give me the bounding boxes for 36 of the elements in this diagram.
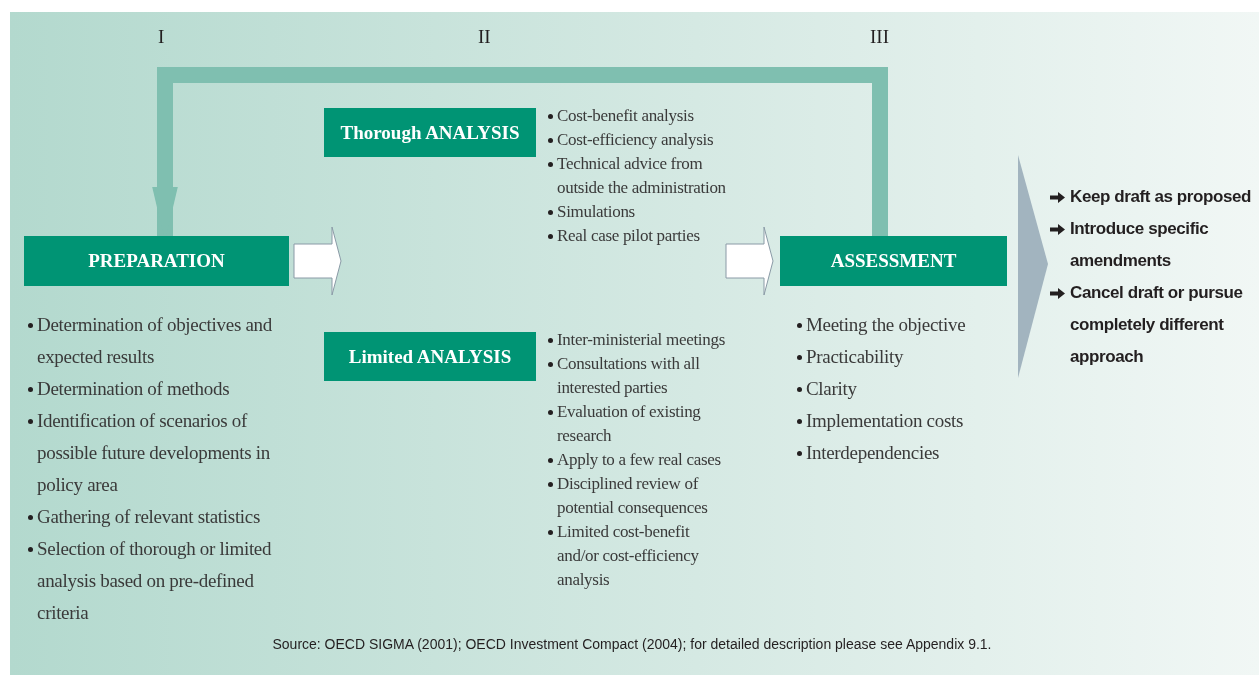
outcome-item: Introduce specific amendments [1070,218,1210,272]
outcome-item: Cancel draft or pursue completely different approach [1070,282,1244,368]
bullet-item: Disciplined review of potential consequences [557,473,709,519]
process-box: PREPARATION [24,236,289,286]
process-box: ASSESSMENT [780,236,1007,286]
bullet-item: Determination of methods [37,377,231,401]
bullet-item: Gathering of relevant statistics [37,505,262,529]
chevron-arrow [1018,155,1048,378]
bullet-item: Evaluation of existing research [557,401,702,447]
bullet-item: Cost-efficiency analysis [557,129,715,151]
bullet-item: Consultations with all interested parties [557,353,701,399]
feedback-arrow [152,67,888,239]
phase-numeral: II [478,26,491,48]
bullet-item: Implementation costs [806,409,965,433]
source-note: Source: OECD SIGMA (2001); OECD Investment Compact (2004); for detailed description please see Appendix 9.1. [272,636,992,652]
bullet-item: Limited cost-benefit and/or cost-efficiency analysis [557,521,700,591]
bullet-item: Simulations [557,201,636,223]
outcome-item: Keep draft as proposed [1070,186,1253,208]
bullet-item: Cost-benefit analysis [557,105,695,127]
bullet-item: Interdependencies [806,441,941,465]
process-box: Limited ANALYSIS [324,332,536,381]
bullet-item: Practicability [806,345,905,369]
bullet-item: Apply to a few real cases [557,449,722,471]
bullet-item: Real case pilot parties [557,225,701,247]
phase-numeral: I [158,26,165,48]
bullet-item: Technical advice from outside the administration [557,153,727,199]
bullet-item: Identification of scenarios of possible future developments in policy area [37,409,271,497]
bullet-item: Meeting the objective [806,313,967,337]
bullet-item: Inter-ministerial meetings [557,329,726,351]
phase-numeral: III [870,26,889,48]
block-arrow [293,226,342,296]
bullet-item: Determination of objectives and expected results [37,313,273,369]
block-arrow [725,226,774,296]
bullet-item: Selection of thorough or limited analysis based on pre-defined criteria [37,537,273,625]
bullet-item: Clarity [806,377,858,401]
process-box: Thorough ANALYSIS [324,108,536,157]
